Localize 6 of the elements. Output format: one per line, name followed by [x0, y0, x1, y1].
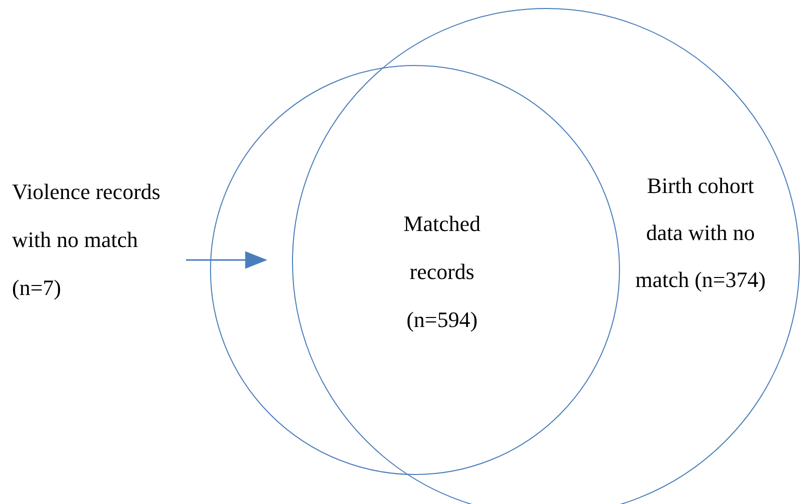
region-label: Birth cohort data with no match (n=374) [634, 172, 767, 294]
venn-circle [210, 65, 620, 475]
arrow [186, 251, 268, 269]
region-label: Matched records (n=594) [402, 210, 482, 334]
venn-circle [292, 8, 800, 504]
node-text: Violence records with no match (n=7) [12, 168, 186, 312]
